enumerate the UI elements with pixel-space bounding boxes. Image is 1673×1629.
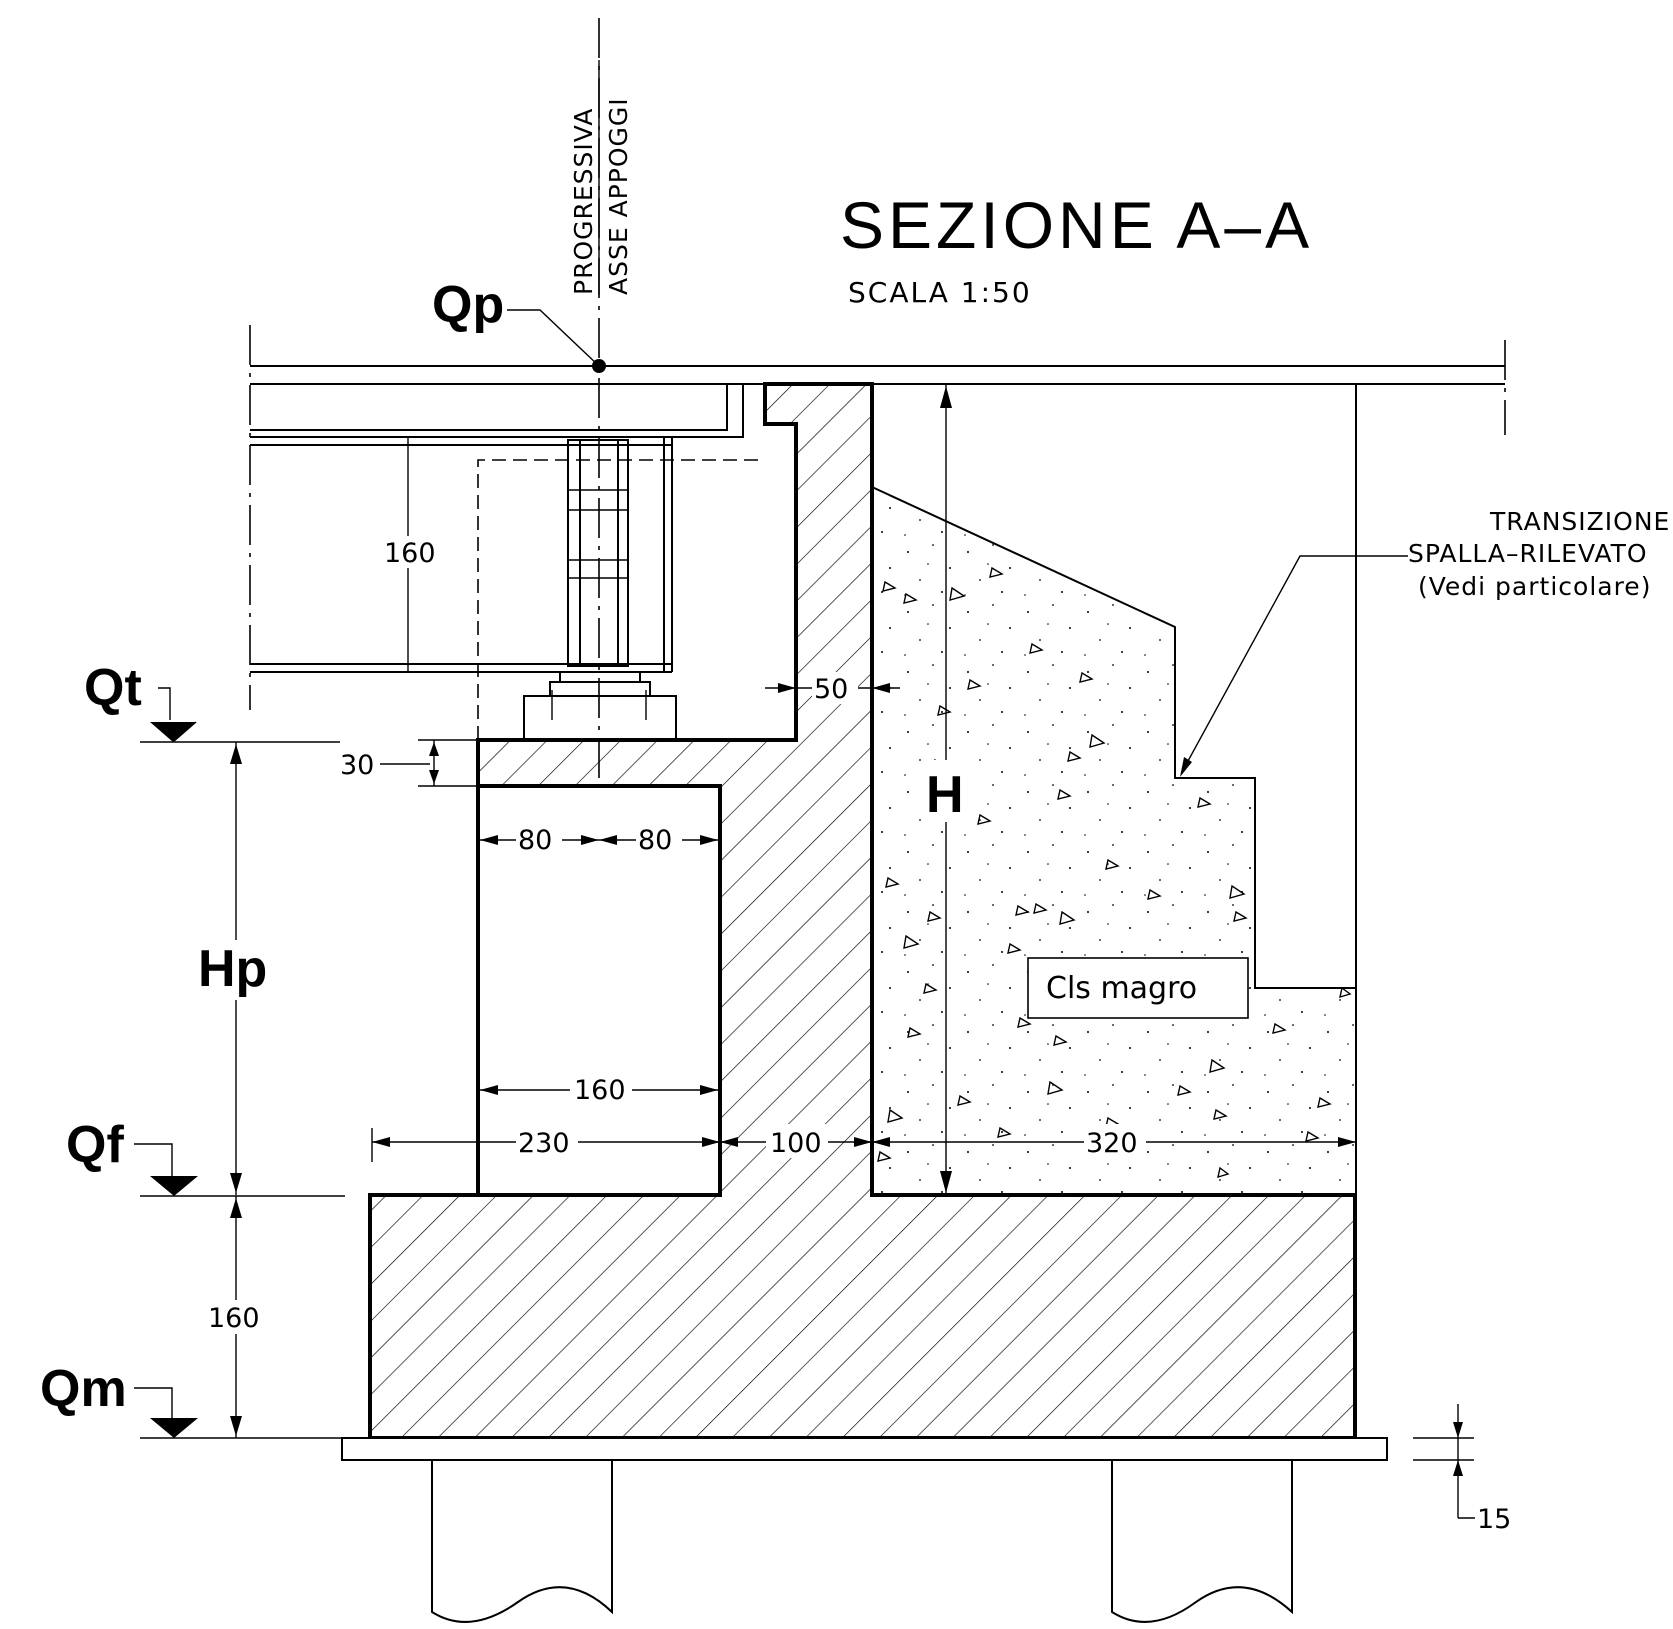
dim-lean-concrete: 15 xyxy=(1477,1504,1511,1535)
level-hp-label: Hp xyxy=(198,940,267,998)
dim-heel: 320 xyxy=(1086,1128,1138,1159)
dim-backwall: 50 xyxy=(814,674,848,705)
dim-beam-height: 160 xyxy=(384,538,436,569)
level-qm-label: Qm xyxy=(40,1360,127,1418)
note-line3: (Vedi particolare) xyxy=(1418,572,1651,601)
note-line2: SPALLA–RILEVATO xyxy=(1408,539,1648,568)
pile-right xyxy=(1111,1460,1293,1623)
qp-leader xyxy=(507,309,600,367)
lean-concrete-pad xyxy=(341,1437,1388,1461)
dim-half-right: 80 xyxy=(638,825,672,856)
axis-label-asse-appoggi: ASSE APPOGGI xyxy=(604,97,633,295)
axis-label-progressiva: PROGRESSIVA xyxy=(569,108,598,295)
deck-slab-end xyxy=(250,384,728,431)
level-qf-label: Qf xyxy=(66,1116,124,1174)
dim-toe: 230 xyxy=(518,1128,570,1159)
bearing-top-plate xyxy=(559,671,641,683)
pile-left xyxy=(431,1460,613,1623)
level-qp-label: Qp xyxy=(432,276,504,334)
qm-marker xyxy=(150,1418,198,1438)
girder-stiffener xyxy=(567,439,629,667)
qf-leader xyxy=(134,1143,173,1176)
level-qt-label: Qt xyxy=(84,659,142,717)
dim-pier-width: 160 xyxy=(574,1075,626,1106)
drawing-scale: SCALA 1:50 xyxy=(848,276,1032,309)
dim-footing: 160 xyxy=(208,1303,260,1334)
backfill-lean-concrete xyxy=(871,485,1357,1196)
qf-marker xyxy=(150,1176,198,1196)
pier-void xyxy=(476,784,722,1197)
fill-label-box xyxy=(1027,957,1249,1019)
qt-marker xyxy=(150,722,196,742)
note-leader xyxy=(1181,555,1408,773)
bearing-base xyxy=(523,695,677,741)
dim-plinth: 30 xyxy=(340,750,374,781)
dim-half-left: 80 xyxy=(518,825,552,856)
drawing-title: SEZIONE A–A xyxy=(840,188,1313,262)
qt-leader xyxy=(158,687,171,720)
dim-wall: 100 xyxy=(770,1128,822,1159)
aggregate-triangles xyxy=(877,566,1352,1179)
hidden-outline xyxy=(477,459,765,740)
qm-leader xyxy=(134,1387,173,1418)
note-line1: TRANSIZIONE xyxy=(1489,507,1670,536)
bearing-body xyxy=(549,681,651,697)
fill-label: Cls magro xyxy=(1046,971,1197,1006)
level-h-label: H xyxy=(926,766,964,824)
